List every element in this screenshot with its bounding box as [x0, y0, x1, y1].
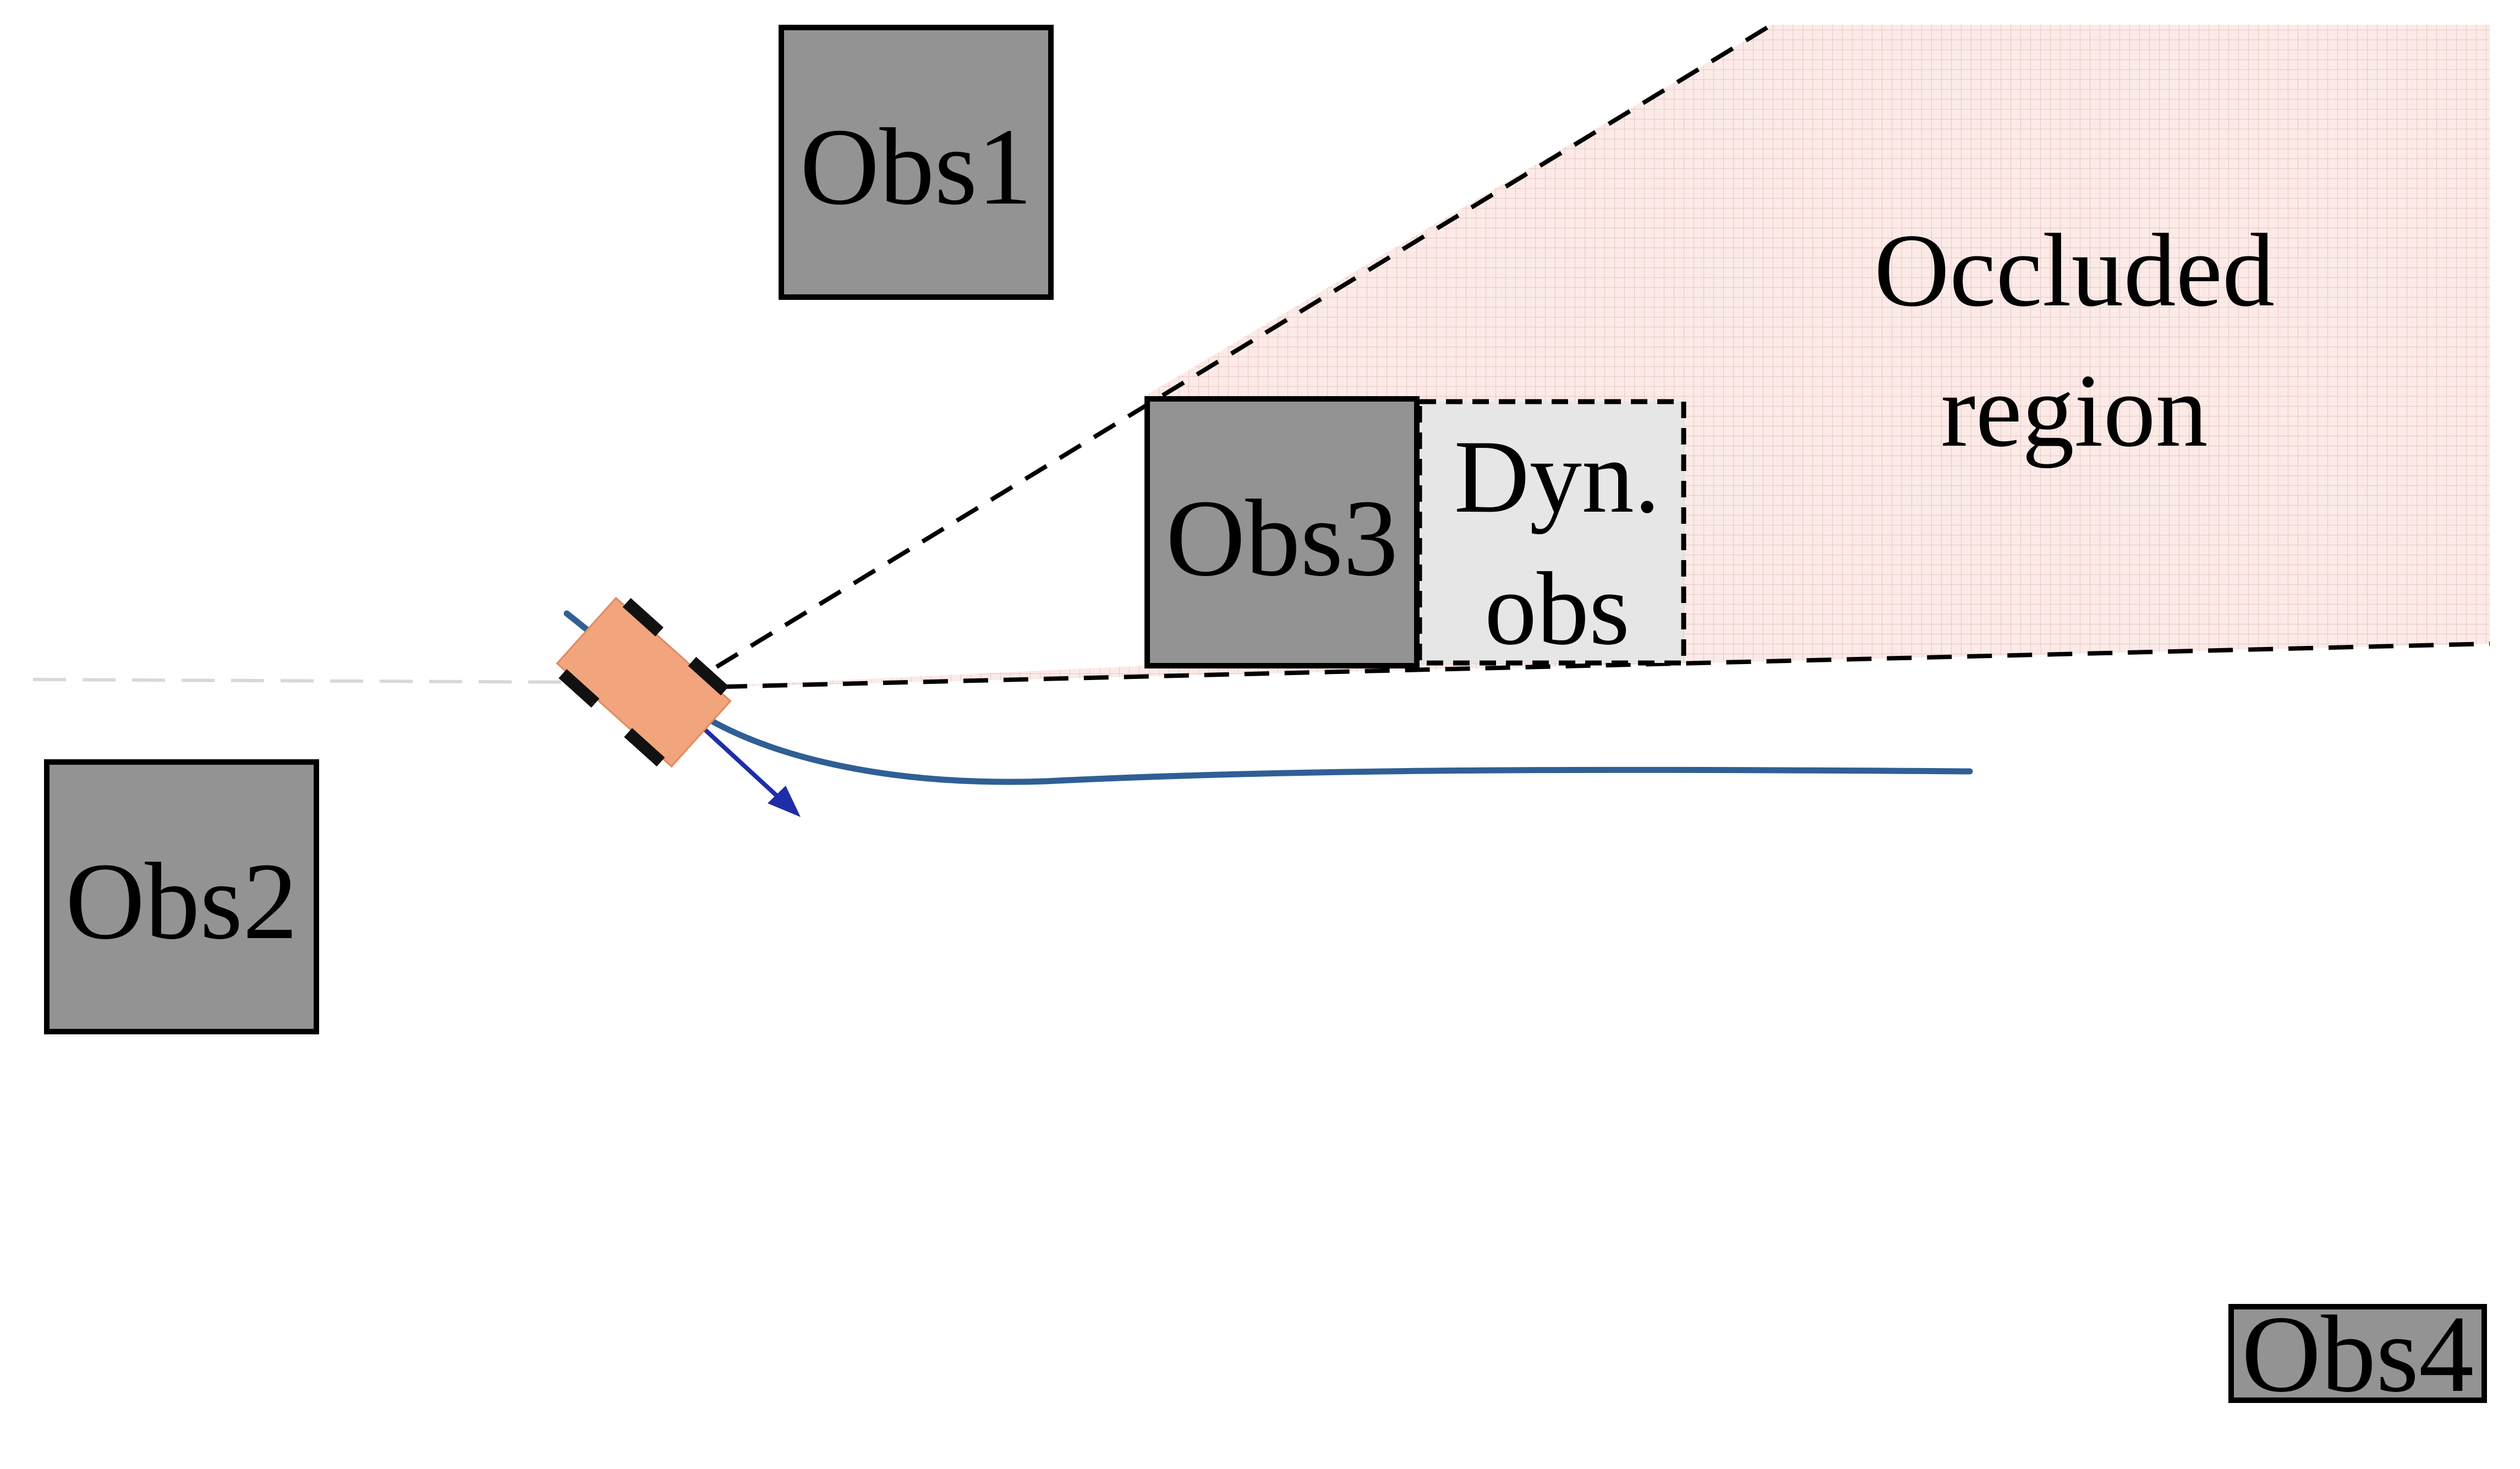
obstacle-obs1: Obs1: [779, 25, 1054, 300]
occlusion-boundary-upper: [681, 23, 1773, 690]
occluded-region: Occluded region: [681, 23, 2490, 690]
ego-vehicle-icon: [556, 596, 732, 768]
dynamic-obstacle-label-line2: obs: [1484, 551, 1630, 667]
obstacle-obs2: Obs2: [44, 759, 319, 1034]
occluded-region-label-line2: region: [1941, 353, 2207, 469]
obstacle-obs4: Obs4: [2228, 1293, 2487, 1415]
occlusion-boundary-lower: [682, 642, 2490, 690]
dynamic-obstacle-label-line1: Dyn.: [1454, 419, 1661, 535]
heading-arrow-icon: [703, 727, 801, 817]
obstacle-obs1-label: Obs1: [800, 106, 1032, 228]
occluded-region-area: [682, 25, 2490, 688]
obstacle-obs2-label: Obs2: [65, 841, 298, 962]
occluded-region-label-line1: Occluded: [1874, 213, 2275, 328]
obstacle-obs4-label: Obs4: [2242, 1293, 2474, 1415]
dynamic-obstacle: Dyn. obs: [1417, 399, 1686, 667]
reference-lane-line: [32, 678, 584, 684]
obstacle-obs3: Obs3: [1144, 396, 1420, 668]
obstacle-obs3-label: Obs3: [1166, 478, 1398, 599]
